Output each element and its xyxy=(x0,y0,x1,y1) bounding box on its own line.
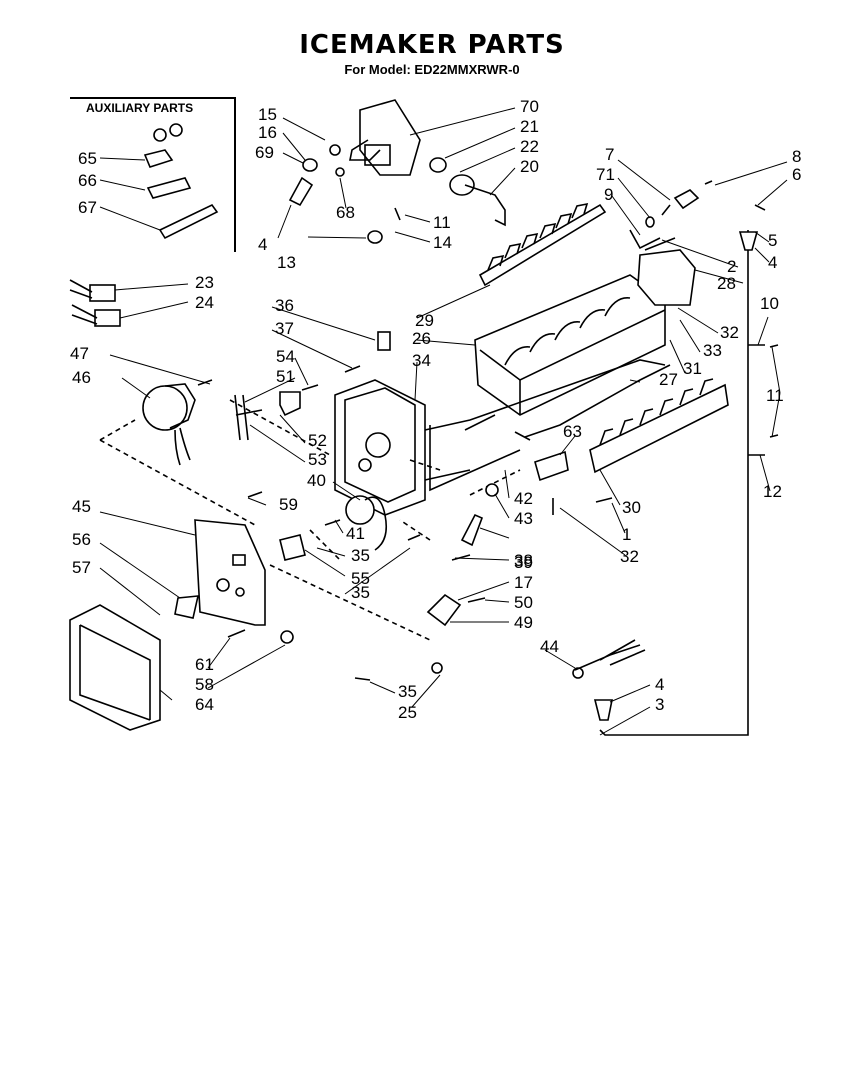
callout-26: 26 xyxy=(412,329,431,348)
callout-8: 8 xyxy=(792,147,801,166)
callout-67: 67 xyxy=(78,198,97,217)
callout-15: 15 xyxy=(258,105,277,124)
callout-69: 69 xyxy=(255,143,274,162)
callout-3: 3 xyxy=(655,695,664,714)
callout-61: 61 xyxy=(195,655,214,674)
callout-34: 34 xyxy=(412,351,431,370)
callout-4: 4 xyxy=(655,675,664,694)
callout-52: 52 xyxy=(308,431,327,450)
auxiliary-parts-title: AUXILIARY PARTS xyxy=(86,101,194,115)
callout-39: 39 xyxy=(514,553,533,572)
callout-23: 23 xyxy=(195,273,214,292)
callout-37: 37 xyxy=(275,319,294,338)
diagram-title: ICEMAKER PARTS xyxy=(299,30,565,60)
callout-6: 6 xyxy=(792,165,801,184)
callout-29: 29 xyxy=(415,311,434,330)
callout-21: 21 xyxy=(520,117,539,136)
callout-28: 28 xyxy=(717,274,736,293)
callout-1: 1 xyxy=(622,525,631,544)
callout-56: 56 xyxy=(72,530,91,549)
callout-11: 11 xyxy=(766,386,784,405)
callout-10: 10 xyxy=(760,294,779,313)
callout-labels: 1516694136870212220111477198654228292634… xyxy=(70,97,801,722)
auxiliary-parts-box xyxy=(70,97,236,252)
callout-4: 4 xyxy=(258,235,267,254)
callout-66: 66 xyxy=(78,171,97,190)
callout-13: 13 xyxy=(277,253,296,272)
callout-70: 70 xyxy=(520,97,539,116)
callout-43: 43 xyxy=(514,509,533,528)
leader-lines xyxy=(99,107,788,736)
callout-42: 42 xyxy=(514,489,533,508)
callout-63: 63 xyxy=(563,422,582,441)
callout-40: 40 xyxy=(307,471,326,490)
callout-27: 27 xyxy=(659,370,678,389)
callout-57: 57 xyxy=(72,558,91,577)
callout-7: 7 xyxy=(605,145,614,164)
callout-50: 50 xyxy=(514,593,533,612)
part-drawings xyxy=(69,99,779,736)
callout-33: 33 xyxy=(703,341,722,360)
callout-20: 20 xyxy=(520,157,539,176)
callout-35: 35 xyxy=(398,682,417,701)
callout-2: 2 xyxy=(727,257,736,276)
callout-14: 14 xyxy=(433,233,452,252)
callout-58: 58 xyxy=(195,675,214,694)
callout-25: 25 xyxy=(398,703,417,722)
callout-55: 55 xyxy=(351,569,370,588)
callout-22: 22 xyxy=(520,137,539,156)
callout-11: 11 xyxy=(433,213,451,232)
callout-31: 31 xyxy=(683,359,702,378)
callout-24: 24 xyxy=(195,293,214,312)
callout-65: 65 xyxy=(78,149,97,168)
callout-5: 5 xyxy=(768,231,777,250)
callout-59: 59 xyxy=(279,495,298,514)
callout-35: 35 xyxy=(351,583,370,602)
callout-30: 30 xyxy=(622,498,641,517)
callout-35: 35 xyxy=(351,546,370,565)
callout-36: 36 xyxy=(275,296,294,315)
callout-38: 38 xyxy=(514,551,533,570)
callout-51: 51 xyxy=(276,367,295,386)
callout-45: 45 xyxy=(72,497,91,516)
callout-12: 12 xyxy=(763,482,782,501)
callout-71: 71 xyxy=(596,165,615,184)
callout-32: 32 xyxy=(720,323,739,342)
callout-41: 41 xyxy=(346,524,365,543)
callout-4: 4 xyxy=(768,253,777,272)
callout-68: 68 xyxy=(336,203,355,222)
callout-16: 16 xyxy=(258,123,277,142)
callout-53: 53 xyxy=(308,450,327,469)
callout-32: 32 xyxy=(620,547,639,566)
callout-49: 49 xyxy=(514,613,533,632)
callout-44: 44 xyxy=(540,637,559,656)
callout-64: 64 xyxy=(195,695,214,714)
callout-9: 9 xyxy=(604,185,613,204)
callout-54: 54 xyxy=(276,347,295,366)
callout-47: 47 xyxy=(70,344,89,363)
model-subtitle: For Model: ED22MMXRWR-0 xyxy=(344,62,520,77)
callout-17: 17 xyxy=(514,573,533,592)
callout-46: 46 xyxy=(72,368,91,387)
